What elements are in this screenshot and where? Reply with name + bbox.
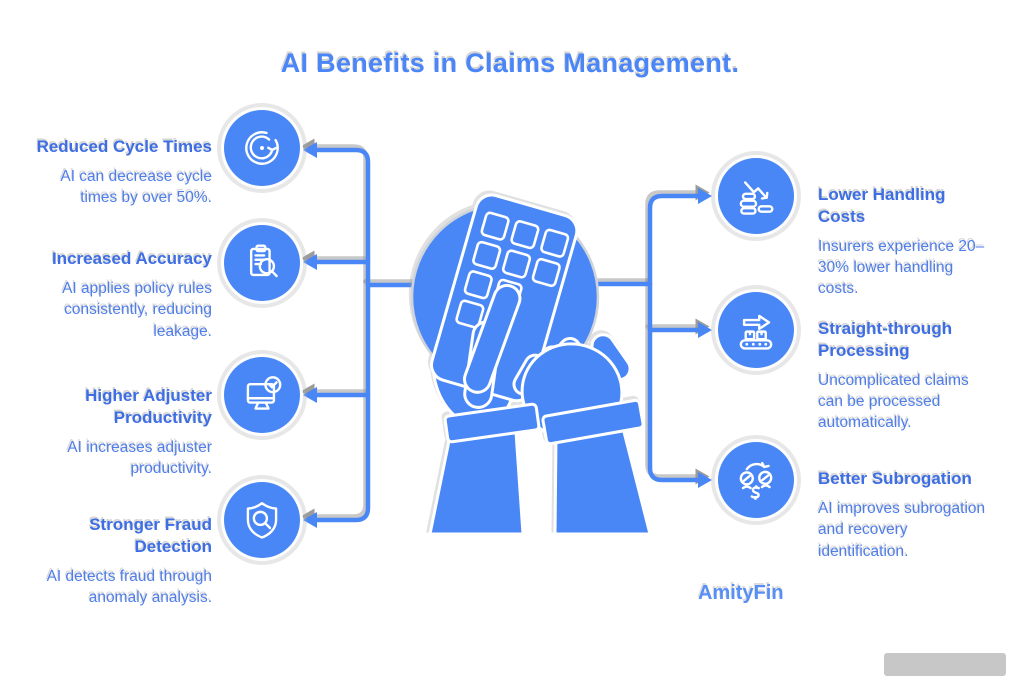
clipboard-magnifier-icon [224, 225, 300, 301]
benefit-item-stronger-fraud-detection: Stronger Fraud Detection AI detects frau… [30, 514, 212, 608]
benefit-item-increased-accuracy: Increased Accuracy AI applies policy rul… [30, 248, 212, 342]
arrow-right-1 [698, 188, 712, 204]
benefit-body: AI detects fraud through anomaly analysi… [46, 567, 212, 606]
declining-costs-icon [718, 158, 794, 234]
benefit-heading: Increased Accuracy [51, 249, 212, 268]
benefit-item-straight-through-processing: Straight-through Processing Uncomplicate… [818, 318, 996, 434]
benefit-body: Insurers experience 20–30% lower handlin… [818, 237, 985, 298]
benefit-item-lower-handling-costs: Lower Handling Costs Insurers experience… [818, 184, 996, 300]
benefit-item-better-subrogation: Better Subrogation AI improves subrogati… [818, 468, 996, 562]
arrow-right-2 [698, 322, 712, 338]
cycle-refresh-icon [224, 110, 300, 186]
benefit-heading: Lower Handling Costs [818, 185, 946, 226]
benefit-body: AI applies policy rules consistently, re… [62, 279, 212, 340]
benefit-body: AI increases adjuster productivity. [67, 438, 212, 477]
benefit-item-reduced-cycle-times: Reduced Cycle Times AI can decrease cycl… [30, 136, 212, 209]
arrow-right-3 [698, 472, 712, 488]
arrow-left-2 [303, 254, 317, 270]
arrow-left-4 [303, 512, 317, 528]
arrow-left-1 [303, 142, 317, 158]
conveyor-arrow-icon [718, 292, 794, 368]
benefit-heading: Straight-through Processing [818, 319, 953, 360]
brand-watermark: AmityFin [698, 582, 784, 604]
corner-watermark-box [884, 653, 1006, 676]
arrow-left-3 [303, 387, 317, 403]
benefit-body: Uncomplicated claims can be processed au… [818, 371, 969, 432]
money-recovery-face-icon [718, 442, 794, 518]
benefit-heading: Higher Adjuster Productivity [85, 386, 212, 427]
hands-phone-illustration [410, 193, 652, 536]
benefit-heading: Better Subrogation [818, 469, 972, 488]
shield-magnifier-icon [224, 482, 300, 558]
page-title: AI Benefits in Claims Management. [280, 48, 740, 78]
benefit-heading: Reduced Cycle Times [36, 137, 212, 156]
benefit-body: AI can decrease cycle times by over 50%. [60, 167, 212, 207]
benefit-heading: Stronger Fraud Detection [89, 515, 212, 556]
benefit-item-higher-adjuster-productivity: Higher Adjuster Productivity AI increase… [30, 385, 212, 479]
monitor-check-icon [224, 357, 300, 433]
benefit-body: AI improves subrogation and recovery ide… [818, 499, 986, 560]
